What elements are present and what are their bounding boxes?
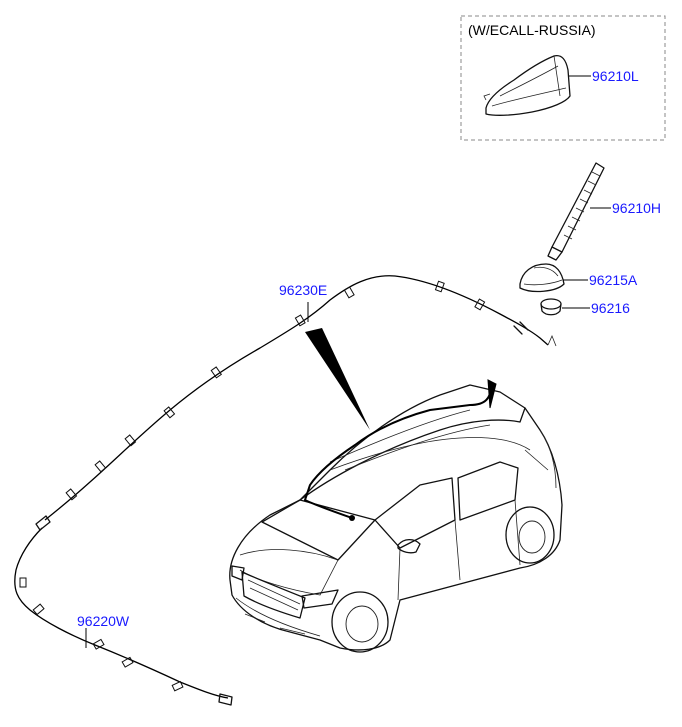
part-number-96220W: 96220W: [77, 613, 130, 629]
connector-left: [35, 515, 51, 531]
grommet[interactable]: [540, 298, 562, 316]
part-number-96210L: 96210L: [592, 68, 639, 84]
variant-box-label: (W/ECALL-RUSSIA): [468, 22, 596, 38]
connector-bottom: [218, 693, 233, 706]
part-number-96216: 96216: [591, 300, 630, 316]
ecall-variant-box: (W/ECALL-RUSSIA) 96210L: [460, 15, 666, 141]
roof-cable-route: [303, 384, 492, 519]
roof-feeder-cable[interactable]: [44, 275, 557, 521]
antenna-rod[interactable]: [547, 162, 605, 261]
cable-clips-extension: [19, 577, 184, 692]
connector-top: [513, 321, 529, 335]
part-number-96210H: 96210H: [612, 200, 661, 216]
roof-location-pointer: [305, 328, 370, 430]
antenna-base[interactable]: [519, 263, 565, 293]
part-number-96230E: 96230E: [279, 282, 327, 298]
shark-fin-antenna[interactable]: [483, 54, 571, 116]
vehicle-suv: [229, 379, 563, 653]
cable-clips-roof: [65, 280, 486, 501]
part-number-96215A: 96215A: [589, 272, 638, 288]
extension-cable[interactable]: [14, 515, 233, 706]
